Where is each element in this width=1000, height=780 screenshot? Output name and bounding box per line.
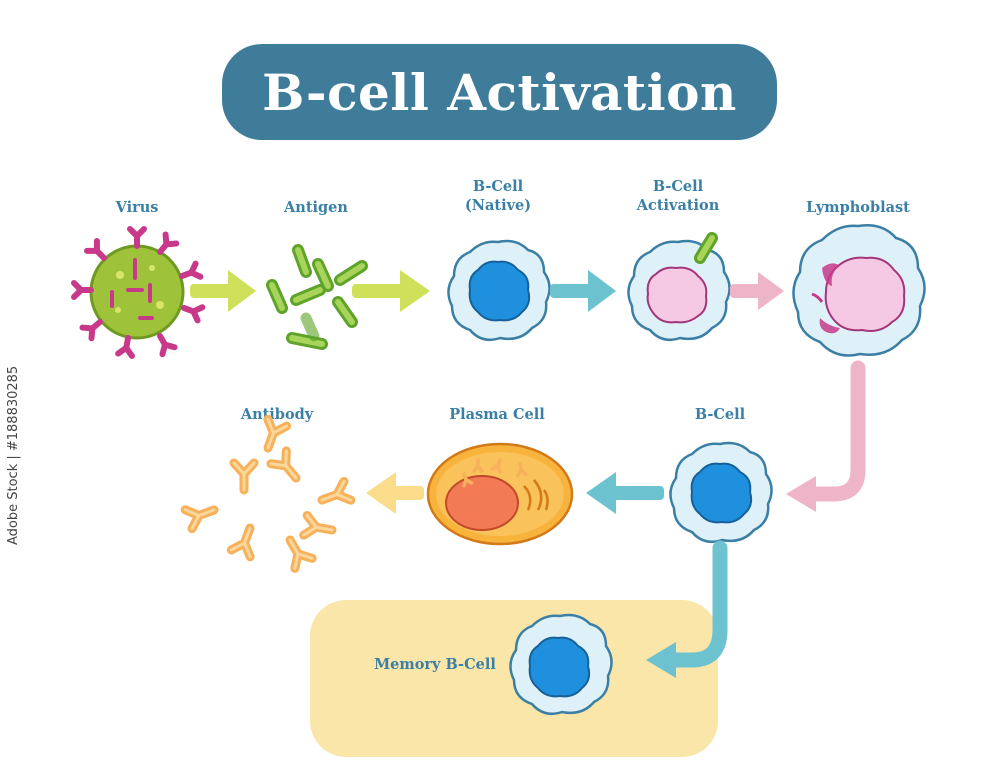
label-bcell-activation: B-Cell Activation (637, 177, 720, 215)
label-memory-bcell: Memory B-Cell (374, 656, 496, 673)
label-bcell-native-line2: (Native) (464, 197, 532, 214)
label-bcell-activation-line2: Activation (636, 197, 720, 214)
arrow-antigen-to-bcell-native (352, 270, 430, 312)
label-bcell-activation-line1: B-Cell (652, 178, 704, 195)
bcell-native-icon (447, 239, 551, 341)
arrow-bcell-to-plasma (586, 472, 664, 514)
bcell-icon (669, 441, 773, 543)
arrow-virus-to-antigen (190, 270, 256, 312)
label-bcell-native: B-Cell (Native) (465, 177, 531, 215)
antigen-fragments-icon (266, 244, 368, 350)
virus-icon (74, 229, 202, 356)
memory-bcell-icon (509, 613, 613, 715)
label-bcell: B-Cell (694, 406, 746, 423)
label-lymphoblast: Lymphoblast (806, 199, 910, 216)
plasma-cell-icon (426, 442, 574, 546)
label-antigen: Antigen (284, 199, 348, 216)
label-bcell-native-line1: B-Cell (472, 178, 524, 195)
label-plasma-cell: Plasma Cell (449, 406, 545, 423)
label-antibody: Antibody (240, 406, 314, 423)
antibody-cluster-icon (185, 419, 351, 568)
lymphoblast-icon (792, 224, 926, 357)
title-banner: B-cell Activation (222, 44, 777, 140)
diagram-title: B-cell Activation (262, 62, 737, 122)
arrow-native-to-activation (550, 270, 616, 312)
label-virus: Virus (115, 199, 159, 216)
arrow-activation-to-lymphoblast (730, 272, 784, 310)
arrow-plasma-to-antibody (366, 472, 424, 514)
arrow-bcell-to-memory (646, 540, 728, 678)
arrow-lymphoblast-to-bcell (786, 360, 866, 512)
bcell-activation-icon (627, 232, 731, 341)
